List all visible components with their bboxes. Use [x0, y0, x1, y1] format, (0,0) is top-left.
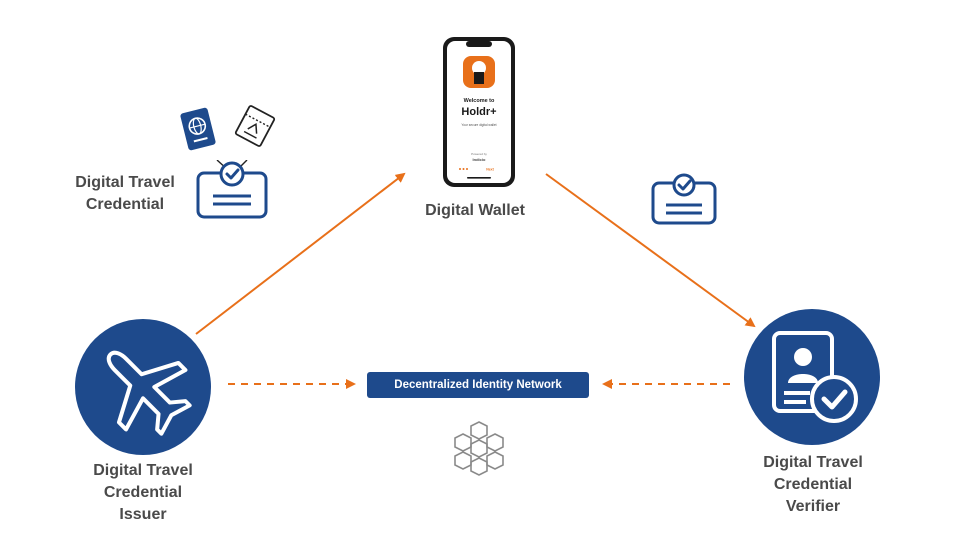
label-issuer: Digital Travel Credential Issuer	[70, 460, 216, 526]
blockchain-icon	[454, 421, 504, 476]
label-line: Credential	[773, 476, 853, 493]
phone-subtitle-text: Your secure digital wallet	[461, 123, 496, 127]
label-digital-wallet: Digital Wallet	[400, 200, 550, 222]
label-line: Digital Travel	[763, 454, 863, 471]
passport-icon	[180, 107, 216, 151]
phone-icon: Welcome to Holdr+ Your secure digital wa…	[443, 37, 515, 187]
phone-next-button[interactable]: Next	[486, 168, 494, 172]
arrow-wallet-to-verifier	[545, 173, 756, 328]
label-line: Digital Wallet	[425, 202, 525, 219]
plane-icon	[75, 319, 211, 455]
label-line: Credential	[103, 484, 183, 501]
label-line: Digital Travel	[93, 462, 193, 479]
credential-check-icon	[196, 160, 268, 219]
label-line: Credential	[85, 196, 165, 213]
phone-powered-brand-text: Indicio	[473, 157, 486, 162]
label-digital-travel-credential: Digital Travel Credential	[58, 172, 192, 216]
network-badge: Decentralized Identity Network	[367, 372, 589, 398]
label-line: Digital Travel	[75, 174, 175, 191]
credential-check-icon	[651, 173, 717, 225]
phone-brand-text: Holdr+	[461, 106, 496, 118]
phone-powered-by-text: Powered by	[471, 152, 487, 156]
label-verifier: Digital Travel Credential Verifier	[740, 452, 886, 518]
label-line: Issuer	[119, 506, 167, 523]
label-line: Verifier	[785, 498, 841, 515]
arrow-issuer-to-wallet	[195, 172, 406, 335]
id-card-check-icon	[744, 309, 880, 445]
phone-welcome-text: Welcome to	[464, 98, 495, 104]
ticket-icon	[234, 105, 276, 147]
